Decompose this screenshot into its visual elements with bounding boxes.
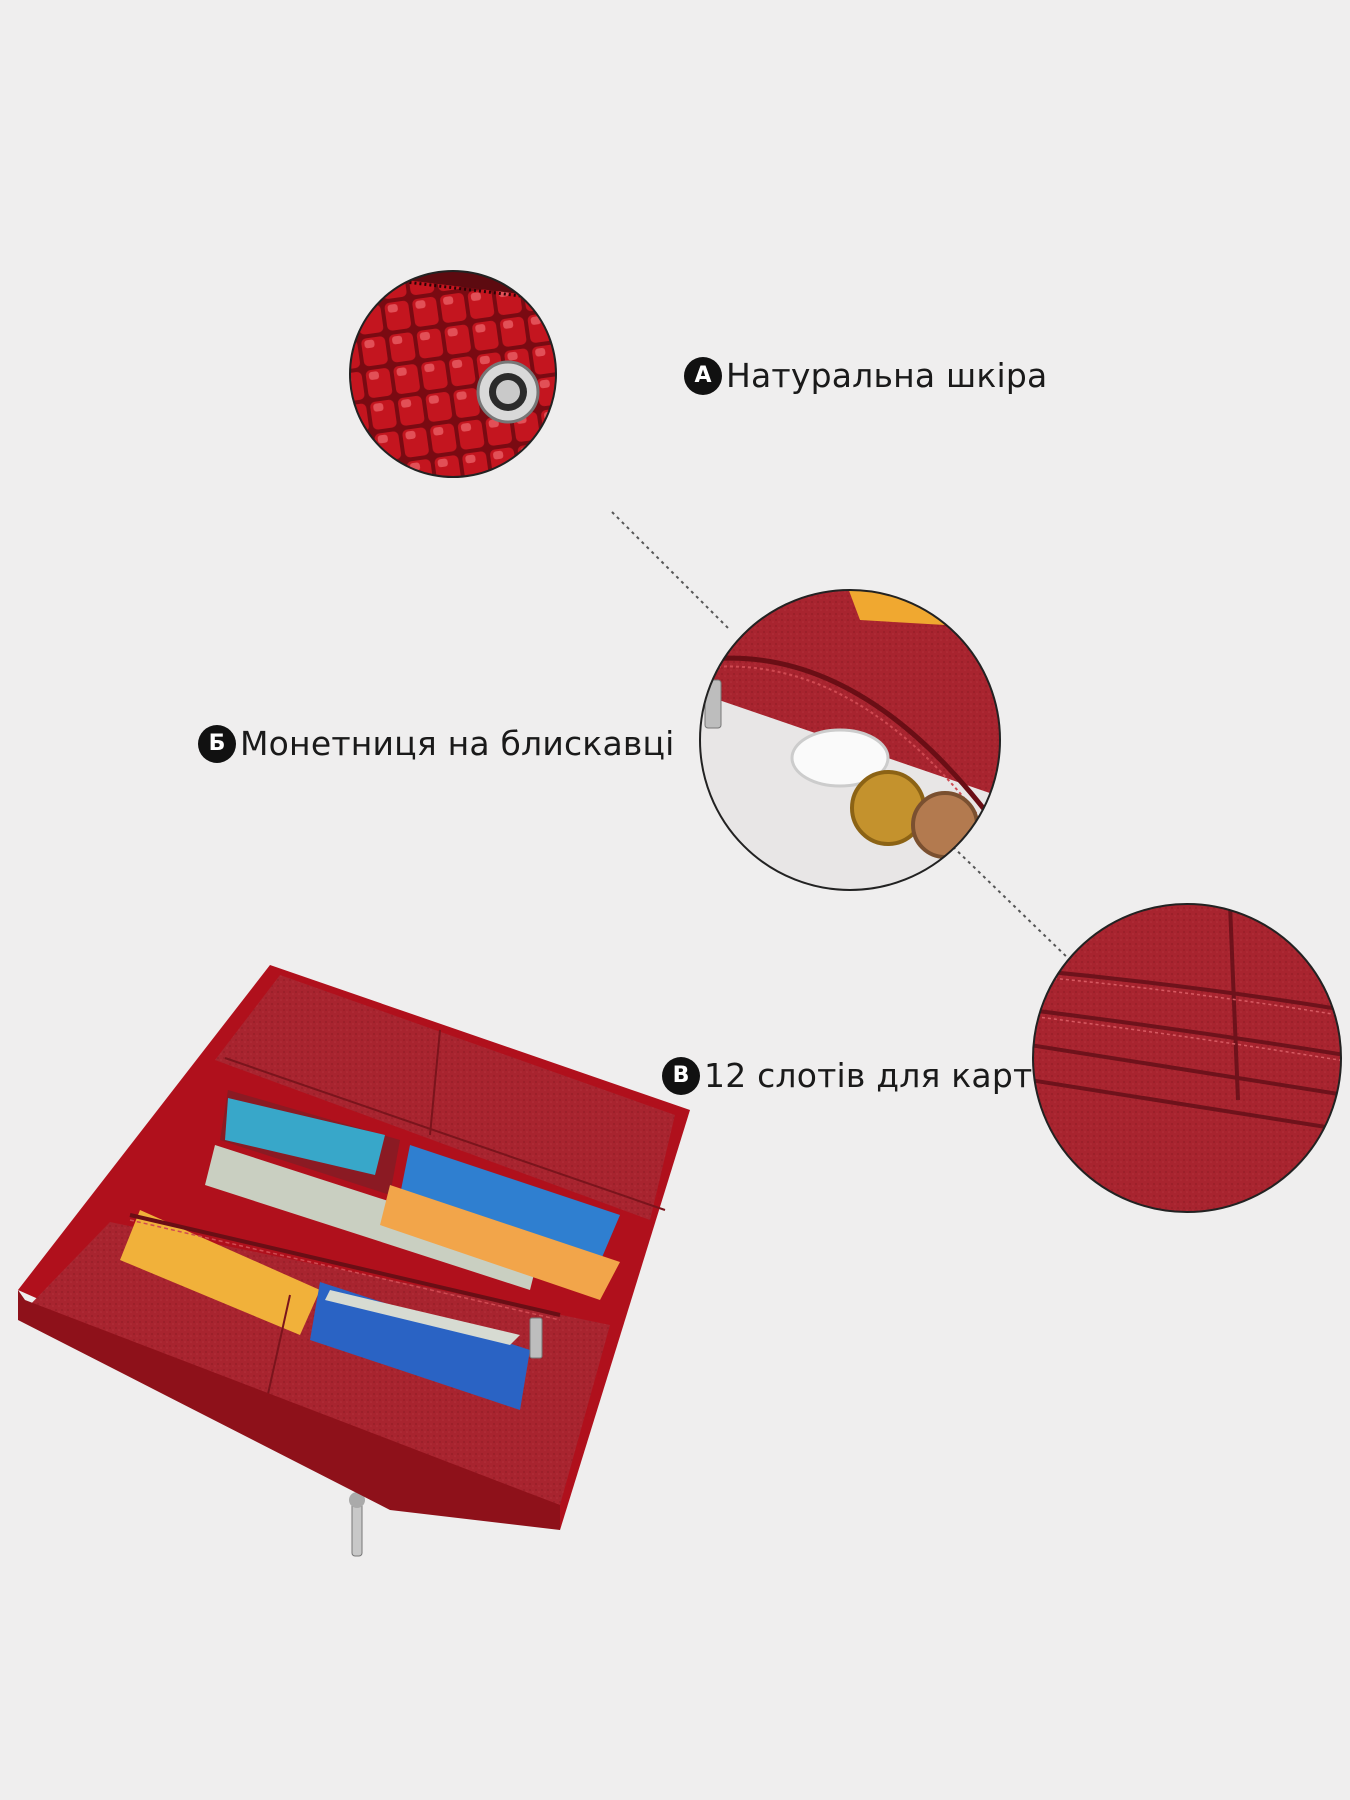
feature-card-slots: B 12 слотів для карт: [662, 1056, 1032, 1095]
feature-label: Монетниця на блискавці: [240, 724, 675, 763]
feature-label: Натуральна шкіра: [726, 356, 1048, 395]
wallet-image: [18, 965, 690, 1557]
feature-label: 12 слотів для карт: [704, 1056, 1033, 1095]
st-leather-logo-icon: [476, 360, 540, 424]
zoom-circle-card-slots: [1032, 903, 1342, 1213]
connector-lines: [611, 511, 1073, 963]
badge-c: B: [662, 1056, 700, 1095]
feature-zipper-coin-pocket: Б Монетниця на блискавці: [198, 724, 675, 763]
connector-a-b: [611, 511, 731, 631]
zoom-circle-leather: [349, 270, 557, 478]
connector-b-c: [947, 841, 1073, 963]
badge-b: Б: [198, 724, 236, 763]
feature-genuine-leather: A Натуральна шкіра: [684, 356, 1047, 395]
zoom-circle-coin-pocket: [699, 589, 1001, 891]
badge-a: A: [684, 356, 722, 395]
